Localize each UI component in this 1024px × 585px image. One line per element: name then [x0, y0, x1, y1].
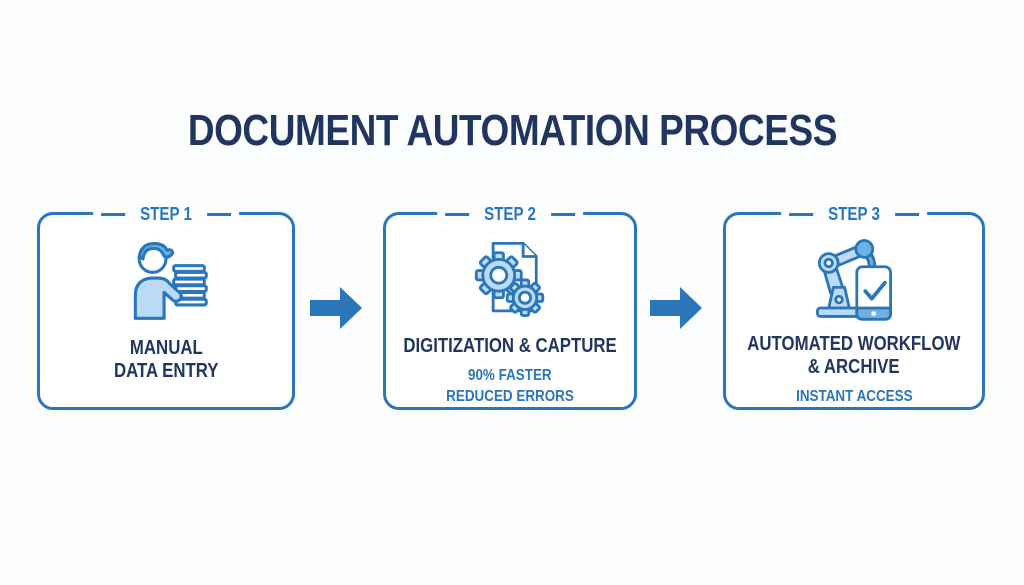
step-2-subtext: 90% FASTER REDUCED ERRORS	[434, 365, 586, 407]
step-3-box: STEP 3 AUTOMATED WORKFLOW & ARCHIVE	[723, 201, 985, 410]
step-1-heading-line1: MANUAL	[129, 337, 203, 359]
step-1-label: STEP 1	[93, 201, 239, 227]
step-3-sub-line1: INSTANT ACCESS	[795, 388, 913, 405]
page-title: DOCUMENT AUTOMATION PROCESS	[0, 106, 1024, 156]
step-1-heading-line2: DATA ENTRY	[113, 360, 219, 382]
page-title-text: DOCUMENT AUTOMATION PROCESS	[187, 106, 837, 155]
step-2-box: STEP 2	[383, 201, 637, 410]
step-3-label: STEP 3	[781, 201, 927, 227]
step-1-box: STEP 1 MANUAL DATA ENTRY	[37, 201, 295, 410]
step-2-label: STEP 2	[437, 201, 583, 227]
arrow-right-icon	[310, 287, 362, 329]
step-3-heading-line1: AUTOMATED WORKFLOW	[747, 333, 961, 355]
step-3-heading-line2: & ARCHIVE	[808, 356, 900, 378]
arrow-right-icon	[650, 287, 702, 329]
step-2-label-text: STEP 2	[484, 203, 536, 224]
step-3-heading: AUTOMATED WORKFLOW & ARCHIVE	[727, 333, 981, 379]
step-3-subtext: INSTANT ACCESS	[785, 386, 924, 407]
worker-carrying-papers-icon	[116, 231, 216, 329]
step-2-sub-line2: REDUCED ERRORS	[446, 388, 574, 405]
step-3-label-text: STEP 3	[828, 203, 880, 224]
robot-arm-tablet-icon	[802, 231, 906, 325]
step-2-sub-line1: 90% FASTER	[468, 367, 552, 384]
step-1-label-text: STEP 1	[140, 203, 192, 224]
step-2-heading-line1: DIGITIZATION & CAPTURE	[403, 335, 617, 357]
document-gears-icon	[462, 231, 558, 327]
step-2-heading: DIGITIZATION & CAPTURE	[383, 335, 637, 358]
step-1-heading: MANUAL DATA ENTRY	[104, 337, 228, 383]
